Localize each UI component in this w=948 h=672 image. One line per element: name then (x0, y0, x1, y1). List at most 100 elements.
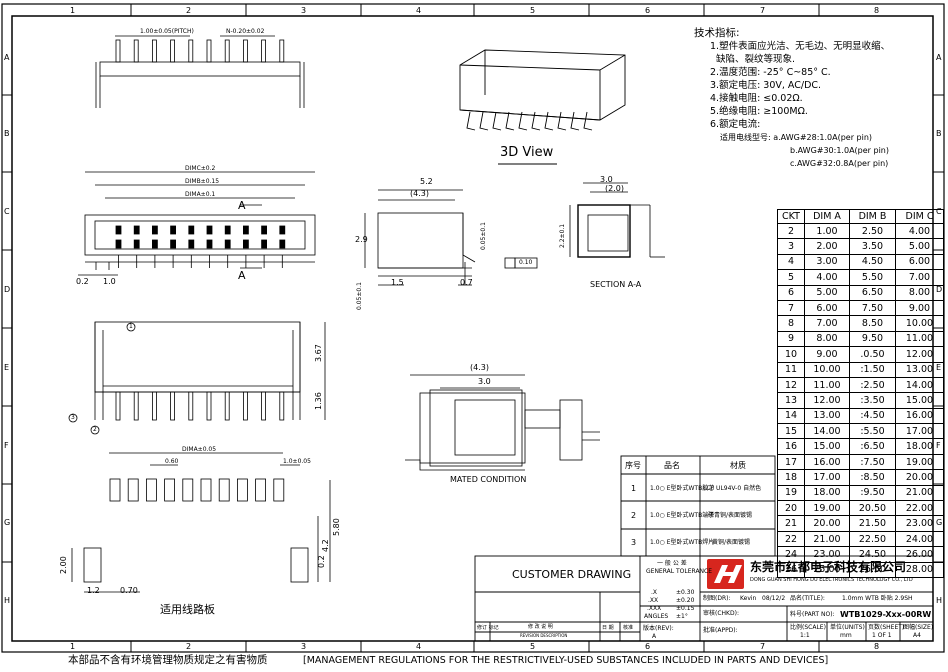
company-name-en: DONG GUAN SHI HONG DU ELECTRONICS TECHNO… (750, 577, 913, 583)
front-pin-upper (206, 225, 213, 235)
ckt-cell: 6 (777, 284, 805, 301)
col-2-bottom: 2 (186, 642, 192, 651)
top-pin (224, 39, 230, 63)
col-6-bottom: 6 (645, 642, 651, 651)
ckt-cell: 6.00 (895, 253, 944, 271)
tol-row: .XX (648, 597, 659, 604)
pcb-pad (200, 478, 212, 502)
side-profile (364, 189, 538, 286)
spec-line: 6.额定电流: (710, 119, 761, 130)
pcb-pad (109, 478, 121, 502)
row-a: A (4, 53, 10, 62)
ckt-cell: 18 (777, 469, 805, 486)
dim-c: DIMC±0.2 (185, 165, 216, 172)
ckt-cell: 12.00 (895, 346, 944, 363)
col-1: 1 (70, 6, 76, 15)
version-label: 版本(REV): (643, 625, 674, 632)
ckt-cell: 9 (777, 330, 805, 348)
dim-0-2: 0.2 (76, 277, 89, 286)
footer-cn: 本部品不含有环境管理物质规定之有害物质 (68, 654, 268, 666)
ckt-cell: 6.00 (804, 299, 850, 317)
row-a-right: A (936, 53, 942, 62)
ckt-cell: :3.50 (849, 392, 896, 409)
front-pin-lower (115, 239, 122, 249)
ckt-cell: 8.00 (804, 330, 850, 348)
rev-col-approve: 核准 (623, 625, 634, 631)
scale-label: 比例(SCALE) (790, 624, 826, 631)
col-4-bottom: 4 (416, 642, 422, 651)
ckt-cell: 5 (777, 269, 805, 286)
top-pin (115, 39, 121, 63)
bom-row-no: 1 (631, 484, 637, 493)
row-h: H (4, 596, 11, 605)
spec-line: 5.绝缘电阻: ≥100MΩ. (710, 106, 808, 117)
callout-2: 2 (93, 426, 97, 433)
size-label: 图幅(SIZE) (903, 624, 934, 631)
spec-line: 4.接触电阻: ≤0.02Ω. (710, 93, 803, 104)
title-value: 1.0mm WTB 卧贴 2.9SH (842, 595, 913, 602)
front-pin-upper (242, 225, 249, 235)
callout-3: 3 (71, 414, 75, 421)
ckt-cell: 17 (777, 453, 805, 471)
spec-line: 适用电线型号: a.AWG#28:1.0A(per pin) (720, 133, 873, 142)
tol-row: .X (651, 589, 658, 596)
pcb-pad (236, 478, 248, 502)
ckt-cell: 22.50 (849, 530, 896, 548)
ckt-cell: 20 (777, 500, 805, 517)
rev-col-desc-en: REVISION DESCRIPTION (520, 633, 568, 638)
view-3d (459, 49, 626, 165)
scale-value: 1:1 (800, 632, 810, 639)
dim-0-05: 0.05±0.1 (480, 222, 487, 250)
bom-row-material: LCP UL94V-0 自然色 (703, 485, 762, 492)
dim-a-pcb: DIMA±0.05 (182, 446, 217, 453)
col-3-bottom: 3 (301, 642, 307, 651)
ckt-cell: 1.00 (804, 222, 850, 240)
ckt-cell: 28.00 (895, 561, 944, 578)
front-pin-lower (170, 239, 177, 249)
ckt-cell: 5.50 (849, 269, 896, 286)
ckt-cell: :7.50 (849, 453, 896, 471)
bom-row-material: 磷青铜/表面镀锡 (708, 512, 753, 519)
front-pin-upper (133, 225, 140, 235)
row-e: E (4, 363, 10, 372)
ckt-cell: 4.00 (804, 269, 850, 286)
pcb-pad (273, 478, 285, 502)
spec-line: 1.塑件表面应光洁、无毛边、无明显收缩、 (710, 41, 891, 52)
pcb-pad (218, 478, 230, 502)
ckt-cell: 20.50 (849, 500, 896, 517)
front-pin-upper (115, 225, 122, 235)
ckt-cell: 3 (777, 238, 805, 255)
pin-3d (479, 111, 489, 131)
ckt-header: DIM C (895, 209, 944, 224)
col-3: 3 (301, 6, 307, 15)
ckt-cell: 13.00 (804, 407, 850, 425)
col-6: 6 (645, 6, 651, 15)
bottom-view (68, 321, 326, 435)
dim-2-2: 2.2±0.1 (559, 223, 566, 248)
col-8-bottom: 8 (874, 642, 880, 651)
ckt-cell: 14 (777, 407, 805, 425)
ckt-cell: 17.00 (804, 469, 850, 486)
bottom-pin (188, 391, 194, 421)
pcb-pad (127, 478, 139, 502)
ckt-header: CKT (777, 209, 805, 224)
pin-3d (570, 111, 580, 131)
ckt-cell: 20.00 (804, 515, 850, 532)
front-pin-lower (261, 239, 268, 249)
dim-0-70: 0.70 (120, 586, 138, 595)
dim-a: DIMA±0.1 (185, 191, 216, 198)
dim-1-0-pcb: 1.0±0.05 (283, 458, 311, 465)
pcb-pad (182, 478, 194, 502)
ckt-cell: 15.00 (895, 392, 944, 409)
bottom-pin (133, 391, 139, 421)
col-1-bottom: 1 (70, 642, 76, 651)
spec-line: b.AWG#30:1.0A(per pin) (790, 146, 889, 155)
rev-col-date: 日 期 (602, 625, 614, 631)
ckt-cell: 7.00 (804, 315, 850, 332)
